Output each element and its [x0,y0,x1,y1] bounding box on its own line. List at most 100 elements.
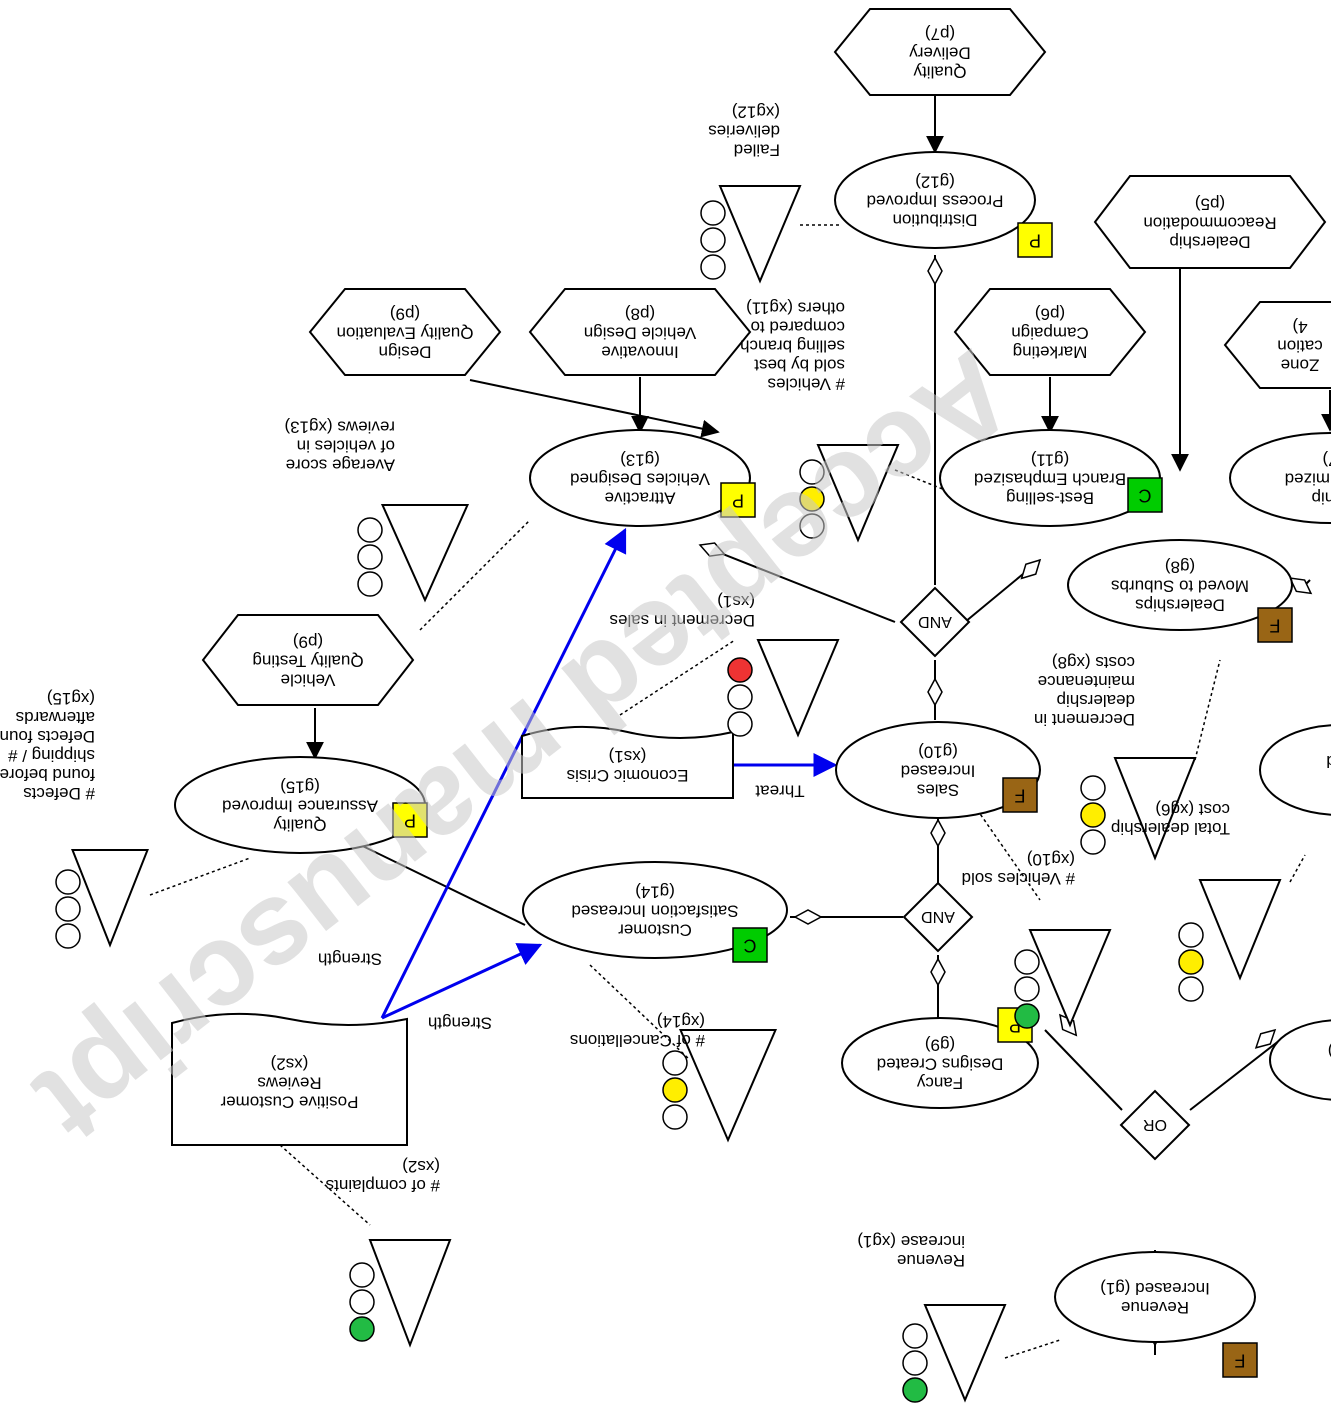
goal-g1-label: Increased (g1) [1100,1279,1210,1298]
indicator-xg12-label: (xg12) [732,102,780,121]
goal-g8-label: (g8) [1165,557,1195,576]
situation-xs2-label: Reviews [257,1074,321,1093]
goal-type-badge [1127,477,1163,513]
process-p8-label: Vehicle Design [584,324,696,343]
process-p5-label: Dealership [1169,233,1250,252]
process-p8-label: (p8) [625,304,655,323]
indicator-xg11-label: sold by best [754,356,845,375]
indicator-xg13 [380,504,470,603]
goal-type-letter: F [1235,1350,1246,1370]
goal-type-badge [1222,1342,1258,1378]
goal-type-badge [732,927,768,963]
contribution-diamond [698,542,726,557]
goal-g15-label: Quality [273,816,326,835]
goal-g1 [1054,1251,1256,1343]
goal-g15-label: Assurance Improved [222,797,378,816]
goal-g8 [1067,539,1293,631]
process-p5-label: Reacommodation [1143,214,1276,233]
indicator-xs2-label: # of complaints [326,1176,440,1195]
goal-gx [1259,724,1331,816]
process-p7-label: (p7) [925,24,955,43]
goal-g10 [835,721,1041,819]
process-p6-label: (p6) [1035,304,1065,323]
traffic-light-green [902,1377,928,1403]
traffic-light-green [55,923,81,949]
goal-type-letter: C [744,935,757,955]
situation-xs1 [521,725,734,799]
connector-line [894,469,946,491]
contribution-diamond [927,677,943,707]
connector-line [149,857,251,896]
indicator-xg14-label: # of Cancellations [570,1031,705,1050]
traffic-light-red [1014,949,1040,975]
traffic-light-green [799,513,825,539]
indicator-xg1-label: increase (xg1) [857,1232,965,1251]
connector-line [381,943,543,1020]
goal-g13-label: Vehicles Designed [570,470,710,489]
indicator-xg8 [1113,757,1197,861]
traffic-light-green [727,711,753,737]
traffic-light-yellow [1178,949,1204,975]
traffic-light-red [357,517,383,543]
situation-xs1-label: (xs1) [609,747,647,766]
traffic-light-red [727,657,753,683]
goal-g14-label: Satisfaction Increased [571,902,738,921]
process-p4-label: Zone [1281,356,1320,375]
process-p7-label: Delivery [909,44,971,63]
goal-g14-label: Customer [618,921,692,940]
goal-g2-label: g2) [1328,1042,1331,1061]
goal-g8-label: Dealerships [1135,596,1225,615]
indicator-xg1 [923,1304,1007,1403]
indicator-xg10 [1028,929,1112,1028]
goal-g13-label: (g13) [620,450,660,469]
indicator-xg1-label: Revenue [897,1251,965,1270]
indicator-xg15-label: found before [0,765,95,784]
goal-type-badge [1257,607,1293,643]
traffic-light-yellow [662,1077,688,1103]
contribution-diamond [927,256,943,286]
contribution-diamond [1254,1028,1277,1049]
indicator-xg6-label: Total dealership [1111,819,1230,838]
and-gate-top [899,586,971,658]
goal-type-badge [1002,777,1038,813]
goal-g14 [522,861,788,959]
process-p9b-label: Vehicle [281,671,336,690]
situation-xs2-label: (xs2) [271,1054,309,1073]
connector-line [1189,1039,1281,1111]
process-p8 [528,288,752,376]
process-p4-label: 4) [1292,317,1307,336]
situation-xs1-label: Economic Crisis [567,766,689,785]
goal-g9-label: Fancy [916,1074,963,1093]
goal-g13 [529,429,751,527]
and-gate-top-label: AND [918,613,952,630]
process-p9b-label: Quality Testing [252,652,363,671]
goal-g2 [1269,1019,1331,1101]
connector-line [619,639,736,716]
traffic-light-yellow [700,227,726,253]
traffic-light-yellow [727,684,753,710]
indicator-xg13-label: of vehicles in [297,437,395,456]
goal-g10-label: Increased [901,762,976,781]
process-p9a-label: (p9) [390,304,420,323]
indicator-xg14 [678,1029,778,1143]
processes: QualityDelivery(p7)DealershipReacommodat… [201,8,1331,706]
traffic-light-red [1080,775,1106,801]
traffic-light-green [349,1316,375,1342]
traffic-light-red [799,459,825,485]
traffic-light-yellow [349,1289,375,1315]
goal-g7 [1229,432,1331,524]
traffic-light-green [662,1104,688,1130]
goal-g12-label: Process Improved [867,192,1004,211]
goal-g10-label: (g10) [918,742,958,761]
goal-g14-label: (g14) [635,882,675,901]
traffic-light-yellow [1014,976,1040,1002]
connector-line [419,519,531,631]
influence-label-threat: Threat [755,782,804,801]
indicator-xg15-label: Defects found [0,727,95,746]
process-p9a-label: Design [379,343,432,362]
traffic-light-green [1014,1003,1040,1029]
goal-g12-label: Distribution [892,211,977,230]
goal-g9 [841,1017,1039,1109]
